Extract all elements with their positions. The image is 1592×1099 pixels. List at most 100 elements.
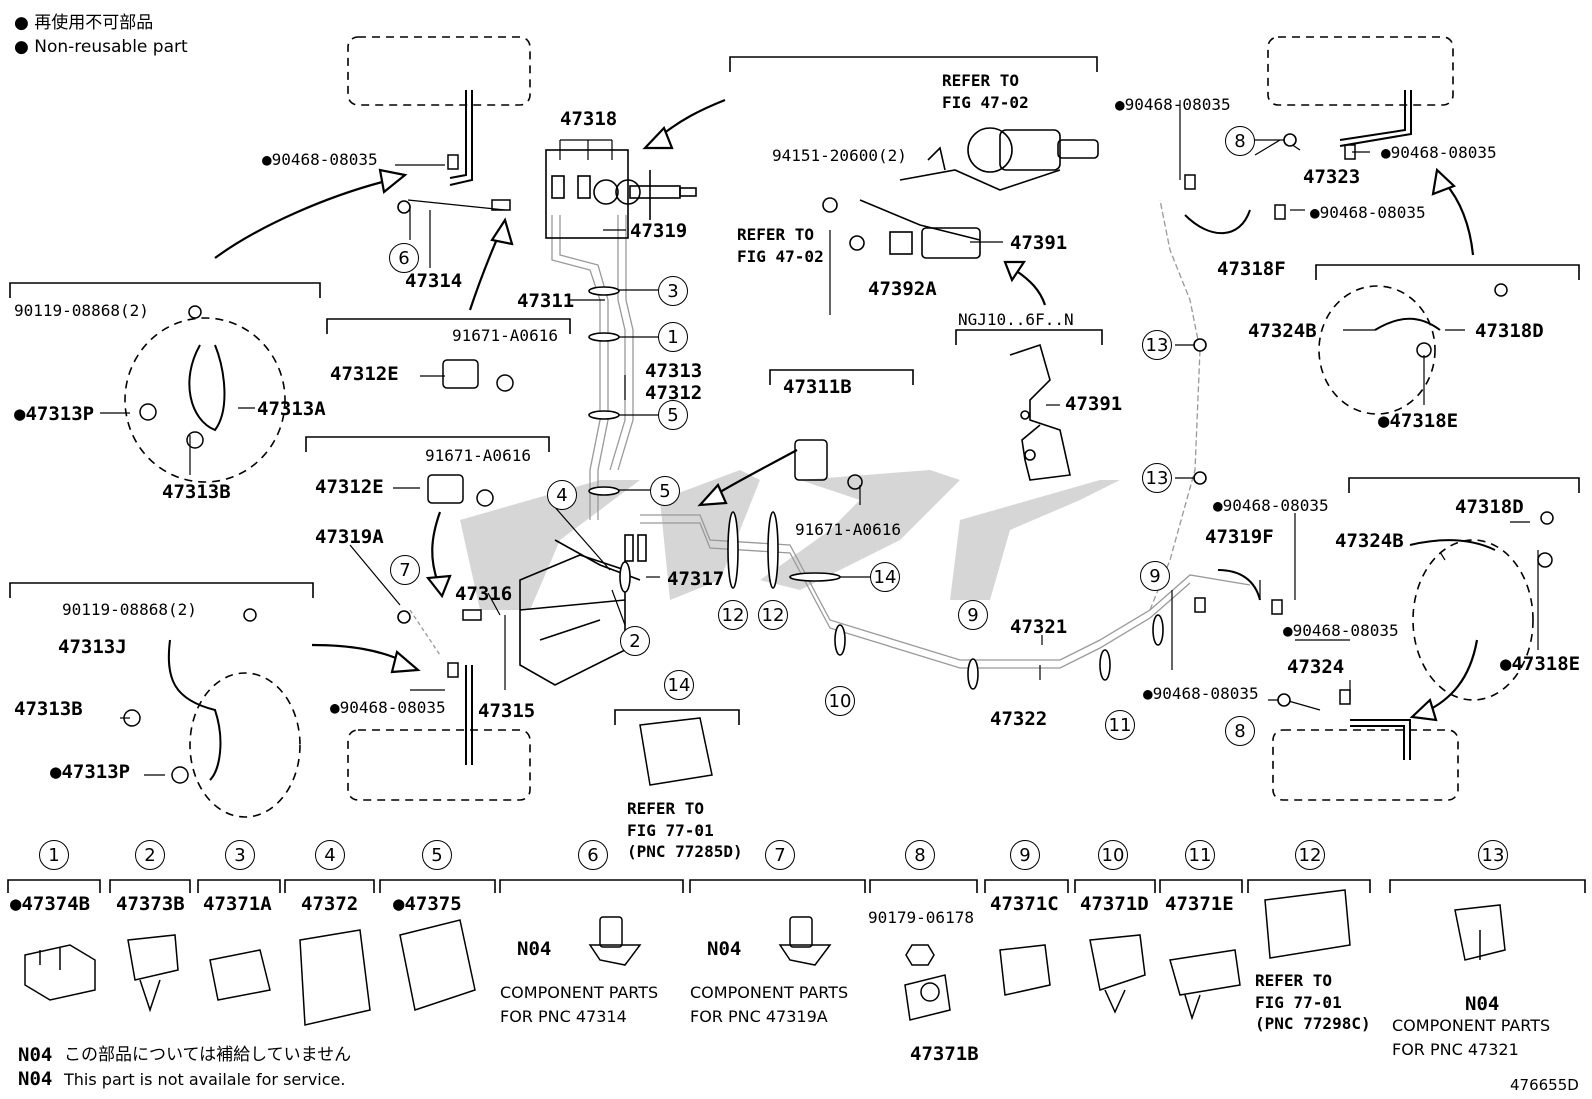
variant-label: NGJ10..6F..N bbox=[958, 310, 1074, 329]
left-hoses bbox=[167, 90, 473, 781]
part-47312E-a: 47312E bbox=[330, 363, 399, 385]
key-text-6-line1: COMPONENT PARTS bbox=[500, 983, 659, 1002]
part-91671-b: 91671-A0616 bbox=[425, 446, 531, 465]
callout-6: 6 bbox=[389, 243, 419, 273]
bottom-part-sketches bbox=[24, 717, 1506, 1026]
callout-5a: 5 bbox=[658, 400, 688, 430]
part-90468-4: ●90468-08035 bbox=[1381, 143, 1497, 162]
callout-11: 11 bbox=[1105, 710, 1135, 740]
footer-n04-jp: この部品については補給していません bbox=[64, 1045, 352, 1065]
callout-10: 10 bbox=[825, 686, 855, 716]
callout-9b: 9 bbox=[1140, 561, 1170, 591]
line-clamps bbox=[588, 286, 1164, 690]
footer-n04-en: This part is not availale for service. bbox=[64, 1070, 346, 1089]
callout-5b: 5 bbox=[650, 476, 680, 506]
part-90468-8: ●90468-08035 bbox=[1143, 684, 1259, 703]
key-callout-11: 11 bbox=[1185, 840, 1215, 870]
legend-dot: ● bbox=[14, 13, 29, 33]
callout-14b: 14 bbox=[664, 670, 694, 700]
part-47318: 47318 bbox=[560, 108, 618, 130]
part-47317: 47317 bbox=[667, 568, 725, 590]
brake-lines bbox=[409, 199, 1251, 669]
part-47312: 47312 bbox=[645, 382, 703, 404]
part-47311: 47311 bbox=[517, 290, 575, 312]
junction-points bbox=[397, 133, 1297, 707]
key-callout-10: 10 bbox=[1098, 840, 1128, 870]
legend-jp: ● 再使用不可部品 bbox=[14, 14, 153, 33]
part-91671-c: 91671-A0616 bbox=[795, 520, 901, 539]
refer-fig-77-01-mid: REFER TO FIG 77-01 (PNC 77285D) bbox=[627, 799, 743, 862]
part-47318D-a: 47318D bbox=[1475, 320, 1544, 342]
part-47321: 47321 bbox=[1010, 616, 1068, 638]
part-94151: 94151-20600(2) bbox=[772, 146, 907, 165]
part-47312E-b: 47312E bbox=[315, 476, 384, 498]
key-callout-9: 9 bbox=[1010, 840, 1040, 870]
watermark-logo bbox=[460, 470, 1120, 610]
part-90119-a: 90119-08868(2) bbox=[14, 301, 149, 320]
key-callout-7: 7 bbox=[765, 840, 795, 870]
key-text-13-line2: FOR PNC 47321 bbox=[1392, 1040, 1519, 1059]
key-callout-8: 8 bbox=[905, 840, 935, 870]
callout-8a: 8 bbox=[1225, 126, 1255, 156]
leader-lines bbox=[100, 100, 1539, 776]
part-90468-5: ●90468-08035 bbox=[1310, 203, 1426, 222]
key-callout-1: 1 bbox=[39, 840, 69, 870]
group-brackets bbox=[7, 56, 1586, 893]
key-part-47371A: 47371A bbox=[203, 893, 272, 915]
key-part-47375: ●47375 bbox=[393, 893, 462, 915]
callout-1: 1 bbox=[658, 322, 688, 352]
legend-en-text: Non-reusable part bbox=[34, 37, 188, 57]
callout-7: 7 bbox=[390, 555, 420, 585]
detail-ellipses bbox=[124, 285, 1534, 818]
part-90119-b: 90119-08868(2) bbox=[62, 600, 197, 619]
legend-dot: ● bbox=[14, 37, 29, 57]
footer-n04-2: N04 bbox=[18, 1068, 53, 1090]
key-part-47374B: ●47374B bbox=[10, 893, 91, 915]
part-47313A: 47313A bbox=[257, 398, 326, 420]
key-code-n04-7: N04 bbox=[707, 938, 742, 960]
key-text-7-line2: FOR PNC 47319A bbox=[690, 1007, 828, 1026]
key-code-n04-13: N04 bbox=[1465, 993, 1500, 1015]
fitting-glyphs bbox=[123, 144, 1554, 784]
callout-3: 3 bbox=[658, 276, 688, 306]
part-47319: 47319 bbox=[630, 220, 688, 242]
callout-4: 4 bbox=[547, 480, 577, 510]
bracket-47391 bbox=[1009, 343, 1071, 481]
part-47318F: 47318F bbox=[1217, 258, 1286, 280]
callout-12b: 12 bbox=[758, 600, 788, 630]
key-callout-5: 5 bbox=[422, 840, 452, 870]
part-47313B-a: 47313B bbox=[162, 481, 231, 503]
part-47313J: 47313J bbox=[58, 636, 127, 658]
key-text-6-line2: FOR PNC 47314 bbox=[500, 1007, 627, 1026]
key-callout-3: 3 bbox=[225, 840, 255, 870]
key-text-13-line1: COMPONENT PARTS bbox=[1392, 1016, 1551, 1035]
part-47313P-a: ●47313P bbox=[14, 403, 95, 425]
part-47392A: 47392A bbox=[868, 278, 937, 300]
part-47318E-b: ●47318E bbox=[1500, 653, 1581, 675]
key-part-47372: 47372 bbox=[301, 893, 359, 915]
part-90468-1: ●90468-08035 bbox=[262, 150, 378, 169]
key-part-47373B: 47373B bbox=[116, 893, 185, 915]
part-47311B: 47311B bbox=[783, 376, 852, 398]
callout-2: 2 bbox=[620, 626, 650, 656]
part-90468-6: ●90468-08035 bbox=[1213, 496, 1329, 515]
key-callout-12: 12 bbox=[1295, 840, 1325, 870]
refer-fig-47-02-top: REFER TO FIG 47-02 bbox=[942, 71, 1029, 112]
part-47319F: 47319F bbox=[1205, 526, 1274, 548]
part-90468-3: ●90468-08035 bbox=[1115, 95, 1231, 114]
part-47315: 47315 bbox=[478, 700, 536, 722]
key-part-47371C: 47371C bbox=[990, 893, 1059, 915]
callout-14a: 14 bbox=[870, 562, 900, 592]
callout-9a: 9 bbox=[958, 600, 988, 630]
part-47323: 47323 bbox=[1303, 166, 1361, 188]
part-47314: 47314 bbox=[405, 270, 463, 292]
part-90468-2: ●90468-08035 bbox=[330, 698, 446, 717]
figure-id: 476655D bbox=[1510, 1076, 1579, 1094]
part-47324B-a: 47324B bbox=[1248, 320, 1317, 342]
part-47318D-b: 47318D bbox=[1455, 496, 1524, 518]
part-47319A: 47319A bbox=[315, 526, 384, 548]
legend-en: ● Non-reusable part bbox=[14, 38, 188, 57]
key-part-47371B: 47371B bbox=[910, 1043, 979, 1065]
part-47318E-a: ●47318E bbox=[1378, 410, 1459, 432]
